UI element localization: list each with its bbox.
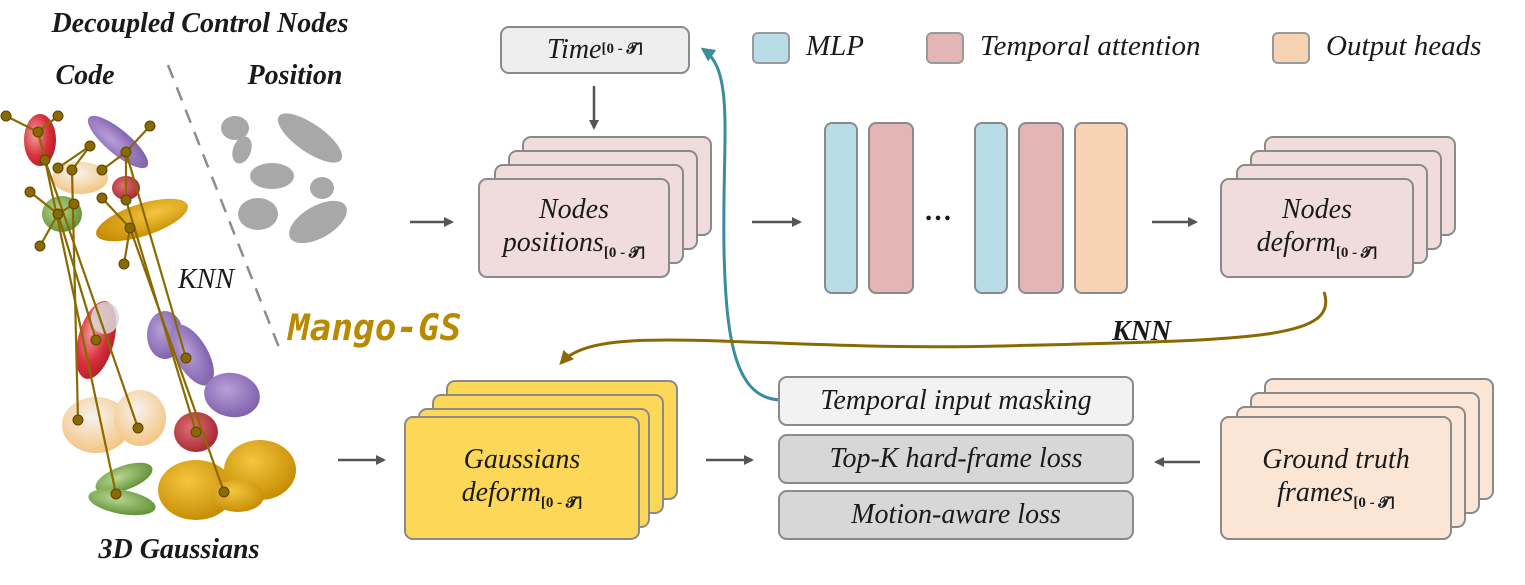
nodes-positions-line1: Nodes (539, 194, 609, 226)
gaussians-deform-line1: Gaussians (463, 444, 581, 476)
time-range: [0 - 𝓣] (601, 41, 643, 58)
ground-truth-card: Ground truth frames[0 - 𝓣] (1220, 416, 1452, 540)
ellipsis: … (924, 196, 952, 227)
mlp-block (824, 122, 858, 294)
mlp-block (974, 122, 1008, 294)
nodes-positions-line2: positions (502, 227, 604, 259)
ground-truth-line1: Ground truth (1262, 444, 1410, 476)
brand-logo: Mango-GS (288, 308, 462, 349)
topk-loss-label: Top-K hard-frame loss (829, 443, 1083, 475)
flow-arrows (338, 86, 1200, 467)
gaussians-deform-line2: deform (461, 477, 541, 509)
gaussians-deform-card: Gaussians deform[0 - 𝓣] (404, 416, 640, 540)
nodes-deform-line2: deform (1256, 227, 1336, 259)
legend-swatch-output (1272, 32, 1310, 64)
legend-label-mlp: MLP (806, 30, 864, 62)
topk-loss-box: Top-K hard-frame loss (778, 434, 1134, 484)
nodes-deform-card: Nodes deform[0 - 𝓣] (1220, 178, 1414, 278)
knn-nodes (0, 110, 230, 500)
motion-aware-loss-box: Motion-aware loss (778, 490, 1134, 540)
legend-swatch-mlp (752, 32, 790, 64)
nodes-deform-range: [0 - 𝓣] (1335, 245, 1378, 262)
gaussians-deform-range: [0 - 𝓣] (540, 495, 583, 512)
output-heads-block (1074, 122, 1128, 294)
nodes-deform-line1: Nodes (1282, 194, 1352, 226)
time-label: Time (547, 34, 602, 66)
decoupled-title: Decoupled Control Nodes (51, 8, 349, 39)
temporal-attention-block (1018, 122, 1064, 294)
node-positions-grey (221, 113, 347, 244)
legend-label-output: Output heads (1326, 30, 1482, 62)
time-box: Time[0 - 𝓣] (500, 26, 690, 74)
separator-dashed-line (166, 64, 282, 351)
temporal-input-masking-box: Temporal input masking (778, 376, 1134, 426)
ground-truth-range: [0 - 𝓣] (1353, 495, 1395, 512)
masking-feedback-arrow (700, 47, 783, 402)
nodes-positions-card: Nodes positions[0 - 𝓣] (478, 178, 670, 278)
temporal-attention-block (868, 122, 914, 294)
gaussians-3d-label: 3D Gaussians (98, 534, 260, 565)
nodes-positions-range: [0 - 𝓣] (603, 245, 646, 262)
temporal-input-masking-label: Temporal input masking (820, 385, 1092, 417)
code-label: Code (55, 60, 115, 91)
ground-truth-line2: frames (1277, 477, 1354, 509)
knn-curve-arrow (559, 291, 1328, 365)
motion-aware-loss-label: Motion-aware loss (851, 499, 1061, 531)
legend-swatch-temporal (926, 32, 964, 64)
position-label: Position (247, 60, 343, 91)
knn-left-label: KNN (177, 264, 235, 295)
legend-label-temporal: Temporal attention (980, 30, 1201, 62)
knn-curve-label: KNN (1112, 316, 1172, 347)
